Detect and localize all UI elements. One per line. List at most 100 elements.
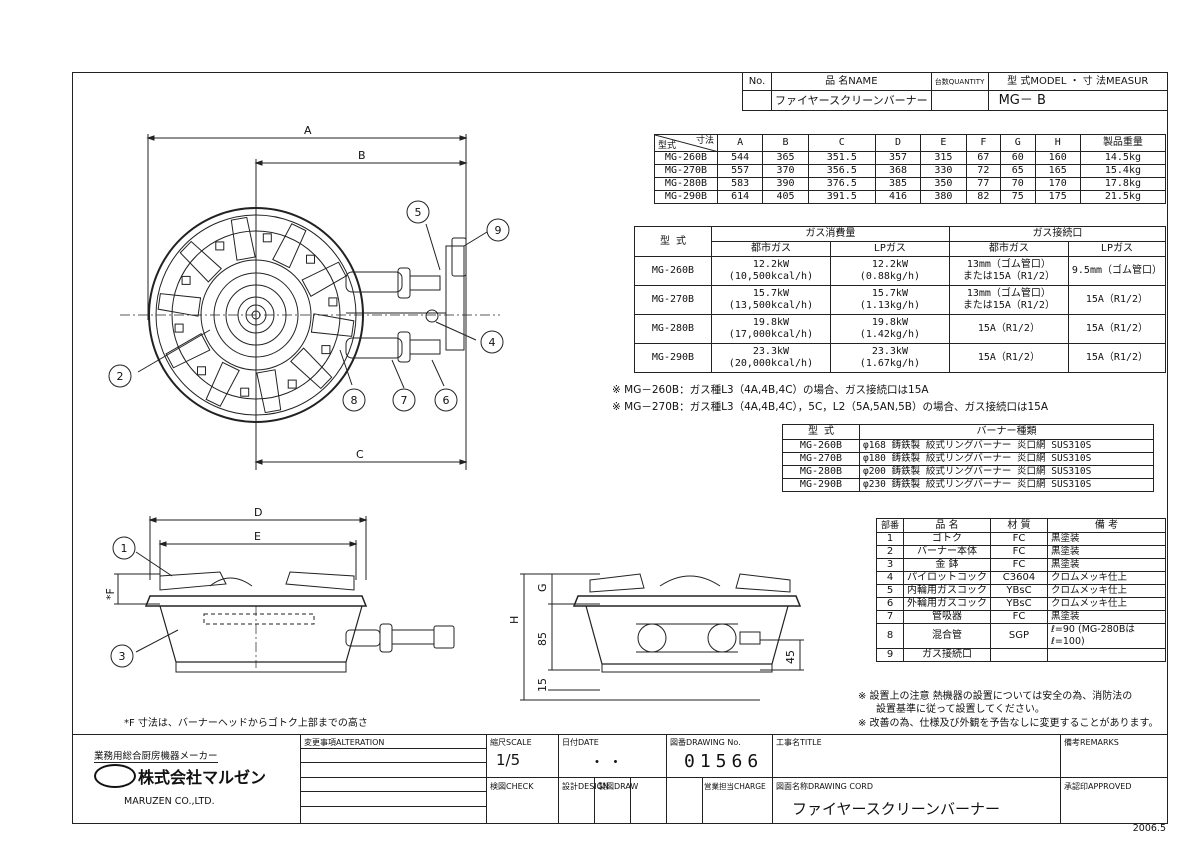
company-en: MARUZEN CO.,LTD. <box>124 796 215 807</box>
gas-conn-city-cell-line: 15A（R1/2） <box>977 352 1040 363</box>
footer-date: 2006.5 <box>1132 823 1166 834</box>
gas-lp-cell: 15.7kW(1.13kg/h) <box>829 285 950 315</box>
gas-table: 型 式 ガス消費量 ガス接続口 都市ガス LPガス 都市ガス LPガス MG-2… <box>634 226 1167 373</box>
trivet-bar <box>174 323 184 333</box>
trivet-bar <box>321 345 331 355</box>
gas-lp-cell-line: (1.67kg/h) <box>859 358 921 369</box>
title-label: 工事名TITLE <box>776 738 822 747</box>
gas-lp-cell: 19.8kW(1.42kg/h) <box>829 314 950 344</box>
callout-3: 3 <box>119 650 126 663</box>
gas-lp-cell-line: (1.42kg/h) <box>859 329 921 340</box>
dim-value-cell: 82 <box>965 190 1002 204</box>
gas-conn-city-cell-line: または15A（R1/2） <box>962 271 1055 282</box>
dim-value-cell: 75 <box>1000 190 1036 204</box>
gas-lp-cell-line: 12.2kW <box>871 259 908 270</box>
gas-lp-cell-line: (0.88kg/h) <box>859 271 921 282</box>
dim-label-a: A <box>304 124 312 137</box>
gas-lp-cell-line: (1.13kg/h) <box>859 300 921 311</box>
drawing-no: 01566 <box>684 751 764 772</box>
burner-fin <box>290 347 333 390</box>
part-remark-cell <box>1047 648 1166 662</box>
dim-label-e: E <box>254 530 261 543</box>
dim-value-cell: 416 <box>874 190 922 204</box>
trivet-bar <box>328 297 338 307</box>
gas-conn-city-cell: 15A（R1/2） <box>948 314 1069 344</box>
trivet-bar <box>240 387 250 397</box>
part-material-cell: SGP <box>990 623 1048 649</box>
burner-fin <box>310 313 355 337</box>
trivet-bar <box>287 379 297 389</box>
gas-conn-city-cell: 13mm（ゴム管口）または15A（R1/2） <box>948 256 1069 286</box>
dim-label-d: D <box>254 506 262 519</box>
title-block: 業務用総合厨房機器メーカー 株式会社マルゼン MARUZEN CO.,LTD. … <box>72 734 1168 824</box>
gas-city-cell: 23.3kW(20,000kcal/h) <box>710 343 831 373</box>
gas-city-cell-line: 15.7kW <box>752 288 790 299</box>
dim-label-c: C <box>356 448 364 461</box>
callout-1: 1 <box>121 542 128 555</box>
drawing-sheet <box>72 72 1168 824</box>
company-tag: 業務用総合厨房機器メーカー <box>94 748 218 763</box>
drawing-no-label: 図番DRAWING No. <box>670 738 741 747</box>
date-value: ・ ・ <box>590 755 623 771</box>
draw-label: 製図DRAW <box>598 782 639 791</box>
trivet-bar <box>181 275 191 285</box>
gas-conn-lp-cell: 15A（R1/2） <box>1067 343 1167 373</box>
dim-value-cell: 405 <box>762 190 809 204</box>
burner-fin <box>179 240 222 283</box>
burner-fin <box>157 293 202 317</box>
install-note-2: 設置基準に従って設置してください。 <box>876 704 1045 715</box>
scale-value: 1/5 <box>496 751 521 769</box>
burner-fin <box>230 216 256 261</box>
name-value: ファイヤースクリーンバーナー <box>771 90 932 111</box>
gas-city-cell-line: 23.3kW <box>752 346 790 357</box>
model-value: MG－ B <box>987 90 1169 111</box>
gas-lp-cell-line: 19.8kW <box>871 317 908 328</box>
part-no-cell: 9 <box>876 648 904 662</box>
no-value <box>742 90 772 111</box>
burner-fin <box>301 261 347 297</box>
dim-value-cell: 614 <box>716 190 764 204</box>
gas-conn-lp-cell: 15A（R1/2） <box>1067 314 1167 344</box>
gas-note-1: ※ MG－260B：ガス種L3（4A,4B,4C）の場合、ガス接続口は15A <box>612 384 929 396</box>
trivet-bar <box>215 241 225 251</box>
check-label: 検図CHECK <box>490 782 534 791</box>
callout-5: 5 <box>415 206 422 219</box>
callout-8: 8 <box>351 394 358 407</box>
dim-label-h: H <box>508 616 521 624</box>
burner-fin <box>256 369 282 414</box>
part-name-cell: 混合管 <box>903 623 991 649</box>
company-logo <box>94 764 136 788</box>
dim-value-cell: 21.5kg <box>1079 190 1167 204</box>
gas-lp-cell-line: 15.7kW <box>871 288 908 299</box>
corner-diagonal <box>655 135 719 152</box>
dim-label-15: 15 <box>536 678 549 692</box>
burner-spec-cell: φ230 鋳鉄製 絞式リングバーナー 炎口網 SUS310S <box>859 478 1154 492</box>
gas-lp-cell: 12.2kW(0.88kg/h) <box>829 256 950 286</box>
header-table: No. 品 名NAME 台数QUANTITY 型 式MODEL ・ 寸 法MEA… <box>742 72 1169 111</box>
dim-value-cell: 70 <box>1000 177 1036 191</box>
gas-note-2: ※ MG－270B：ガス種L3（4A,4B,4C），5C，L2（5A,5AN,5… <box>612 401 1049 413</box>
date-label: 日付DATE <box>562 738 599 747</box>
dim-corner-cell: 寸法 型式 <box>654 134 719 152</box>
gas-city-cell-line: 12.2kW <box>752 259 790 270</box>
gas-conn-city-cell-line: 15A（R1/2） <box>977 323 1040 334</box>
dim-label-g: G <box>536 583 549 592</box>
alteration-label: 変更事項ALTERATION <box>304 738 385 747</box>
burner-fin <box>205 361 240 407</box>
install-note-1: ※ 設置上の注意 熱機器の設置については安全の為、消防法の <box>858 691 1133 702</box>
callout-7: 7 <box>401 394 408 407</box>
drawing-name: ファイヤースクリーンバーナー <box>792 800 1001 818</box>
dim-label-b: B <box>358 149 366 162</box>
callout-2: 2 <box>117 370 124 383</box>
